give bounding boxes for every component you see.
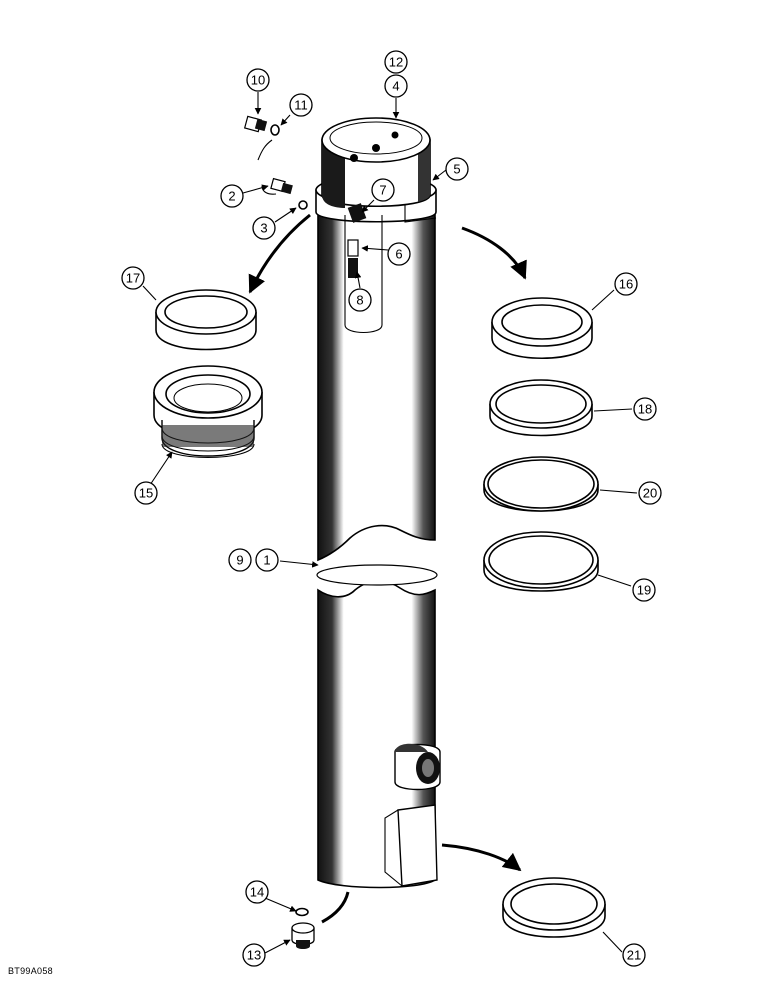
seal-ring-16 (491, 297, 593, 359)
callout-20: 20 (638, 481, 662, 505)
callout-14: 14 (245, 880, 269, 904)
callout-18-label: 18 (638, 402, 652, 417)
callout-7: 7 (371, 178, 395, 202)
callout-8-label: 8 (356, 293, 363, 308)
callout-8: 8 (348, 288, 372, 312)
o-ring-14 (295, 907, 309, 917)
arrow-17 (248, 213, 311, 294)
callout-15: 15 (134, 481, 158, 505)
callout-21: 21 (622, 943, 646, 967)
seal-ring-21 (502, 877, 606, 938)
callout-12-label: 12 (389, 55, 403, 70)
callout-21-label: 21 (627, 948, 641, 963)
callout-1-label: 1 (263, 553, 270, 568)
callout-4-label: 4 (392, 79, 399, 94)
callout-5: 5 (445, 157, 469, 181)
callout-19-label: 19 (637, 583, 651, 598)
piston-head (321, 117, 431, 208)
leader-lines (142, 92, 638, 954)
mounting-flat (384, 804, 438, 887)
callout-3-label: 3 (260, 221, 267, 236)
callout-9: 9 (228, 548, 252, 572)
callout-7-label: 7 (379, 183, 386, 198)
callout-2-label: 2 (228, 189, 235, 204)
arrow-21 (441, 843, 522, 872)
callout-9-label: 9 (236, 553, 243, 568)
callout-10-label: 10 (251, 73, 265, 88)
callout-12: 12 (384, 50, 408, 74)
callout-3: 3 (252, 216, 276, 240)
callout-6-label: 6 (395, 247, 402, 262)
arrow-16 (461, 226, 527, 280)
slot-assembly (344, 203, 383, 334)
callout-20-label: 20 (643, 486, 657, 501)
callout-15-label: 15 (139, 486, 153, 501)
callout-11-label: 11 (294, 98, 308, 113)
seal-ring-18 (489, 379, 593, 437)
callout-6: 6 (387, 242, 411, 266)
callout-2: 2 (220, 184, 244, 208)
callout-18: 18 (633, 397, 657, 421)
plug-13 (291, 922, 315, 949)
seal-ring-19 (483, 531, 599, 592)
callout-5-label: 5 (453, 162, 460, 177)
callout-14-label: 14 (250, 885, 264, 900)
assembly-arrows (248, 139, 527, 924)
callout-1: 1 (255, 548, 279, 572)
callout-11: 11 (289, 93, 313, 117)
callout-17-label: 17 (126, 271, 140, 286)
callout-17: 17 (121, 266, 145, 290)
o-ring-3 (298, 200, 308, 210)
callout-16-label: 16 (619, 277, 633, 292)
side-port (394, 743, 441, 791)
callout-13-label: 13 (247, 948, 261, 963)
seal-ring-17 (155, 289, 257, 351)
o-ring-11 (270, 124, 280, 136)
gland-15 (153, 365, 263, 459)
seal-ring-20 (483, 456, 599, 512)
callout-16: 16 (614, 272, 638, 296)
figure-id: BT99A058 (8, 966, 53, 976)
fitting-2 (270, 177, 293, 195)
callout-10: 10 (246, 68, 270, 92)
plug-10 (243, 115, 268, 133)
callout-13: 13 (242, 943, 266, 967)
callout-19: 19 (632, 578, 656, 602)
arrow-13 (321, 891, 350, 924)
callout-4: 4 (384, 74, 408, 98)
